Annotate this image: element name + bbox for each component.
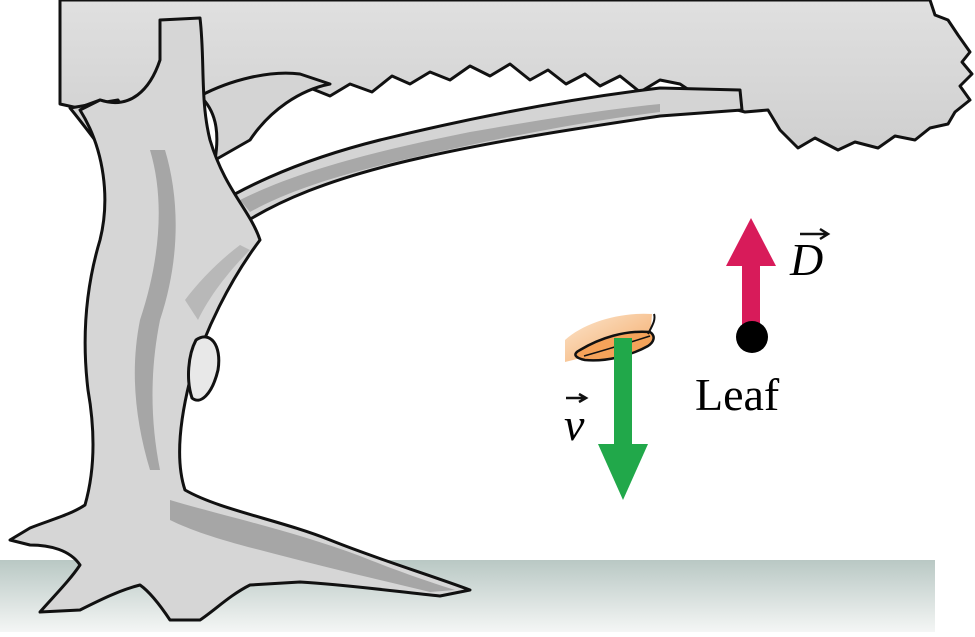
drag-symbol: D: [789, 234, 823, 285]
leaf-label: Leaf: [695, 369, 780, 420]
velocity-label: v: [564, 392, 589, 450]
leaf-illustration: [565, 313, 656, 362]
leaf-stem: [647, 313, 656, 335]
drag-vector: [726, 218, 776, 353]
velocity-symbol: v: [564, 399, 585, 450]
tree-trunk: [8, 16, 472, 622]
leaf-point: [736, 321, 768, 353]
tree-limb-right: [198, 71, 332, 162]
trunk-knot: [187, 335, 221, 402]
arrow-down-icon: [598, 444, 648, 500]
branch-shadow: [240, 104, 660, 212]
root-shadow: [170, 500, 455, 592]
arrow-up-icon: [726, 218, 776, 266]
velocity-vector: [598, 338, 648, 500]
drag-arrow-shaft: [742, 262, 760, 334]
trunk-shadow-1: [134, 150, 176, 470]
velocity-arrow-shaft: [614, 338, 632, 446]
right-arrow-accent-icon: [800, 227, 831, 241]
trunk-shadow-2: [185, 245, 250, 320]
drag-label: D: [789, 227, 831, 285]
right-arrow-accent-icon: [566, 392, 589, 404]
